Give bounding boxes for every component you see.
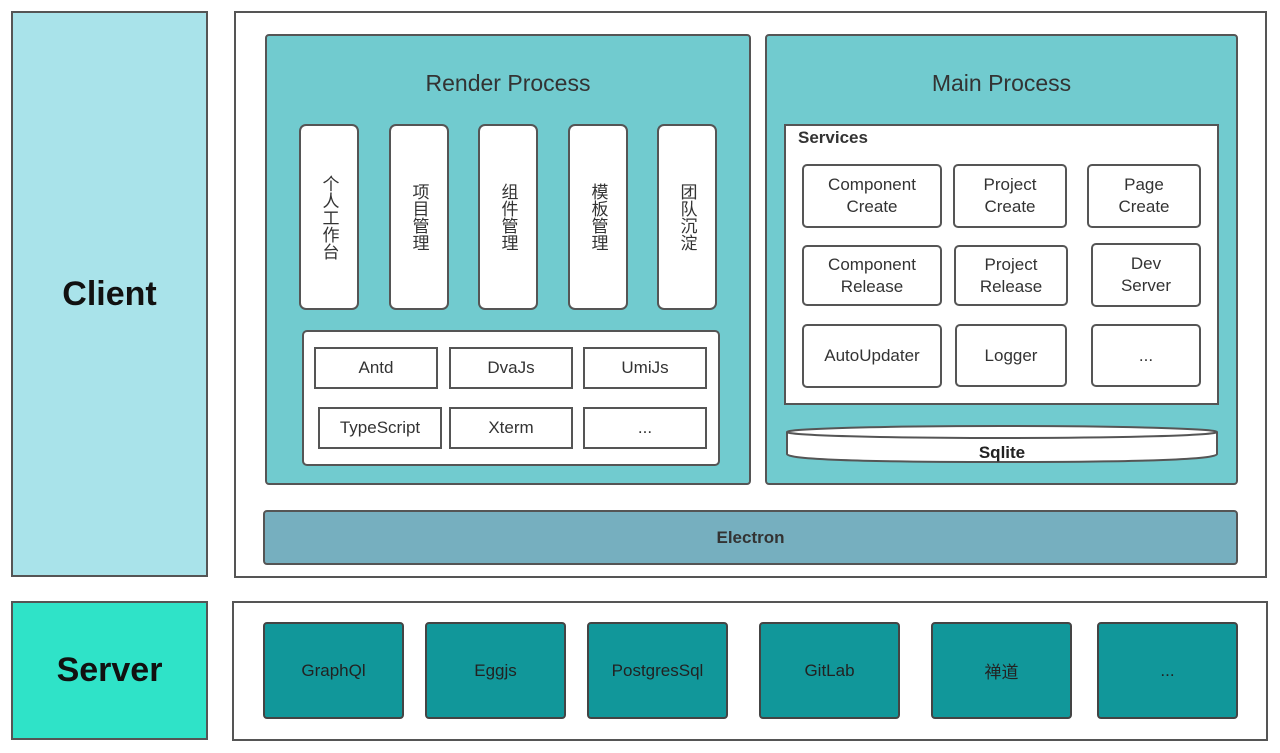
render-process-title: Render Process bbox=[425, 69, 591, 96]
library-umijs: UmiJs bbox=[583, 347, 707, 389]
service-line: Logger bbox=[984, 345, 1038, 365]
service-line: AutoUpdater bbox=[824, 346, 920, 365]
service-line: Page bbox=[1124, 175, 1164, 194]
main-process-title: Main Process bbox=[931, 69, 1072, 96]
sqlite-label: Sqlite bbox=[978, 443, 1026, 462]
library-xterm: Xterm bbox=[449, 407, 573, 449]
module-project-management: 项目管理 bbox=[389, 124, 449, 310]
service-line: Release bbox=[840, 276, 904, 296]
library-more: ... bbox=[583, 407, 707, 449]
service-line: Create bbox=[984, 197, 1036, 216]
client-layer-label: Client bbox=[11, 11, 208, 577]
service-line: Project bbox=[983, 175, 1037, 194]
library-dvajs: DvaJs bbox=[449, 347, 573, 389]
sqlite-database-icon bbox=[786, 425, 1218, 464]
server-zentao: 禅道 bbox=[931, 622, 1072, 719]
electron-bar: Electron bbox=[263, 510, 1238, 565]
module-personal-workbench: 个人工作台 bbox=[299, 124, 359, 310]
server-more: ... bbox=[1097, 622, 1238, 719]
service-line: Project bbox=[984, 254, 1038, 274]
service-line: Dev bbox=[1130, 254, 1162, 273]
service-line: Component bbox=[828, 254, 916, 274]
service-autoupdater: AutoUpdater bbox=[802, 324, 942, 388]
client-label: Client bbox=[62, 274, 157, 313]
server-graphql: GraphQl bbox=[263, 622, 404, 719]
server-gitlab: GitLab bbox=[759, 622, 900, 719]
module-template-management: 模板管理 bbox=[568, 124, 628, 310]
server-layer-label: Server bbox=[11, 601, 208, 740]
services-label: Services bbox=[798, 128, 868, 147]
server-eggjs: Eggjs bbox=[425, 622, 566, 719]
server-frame bbox=[232, 601, 1268, 741]
server-label: Server bbox=[56, 651, 163, 689]
service-more: ... bbox=[1091, 324, 1201, 387]
service-line: Component bbox=[828, 175, 916, 194]
library-typescript: TypeScript bbox=[318, 407, 442, 449]
server-postgressql: PostgresSql bbox=[587, 622, 728, 719]
library-antd: Antd bbox=[314, 347, 438, 389]
service-line: Create bbox=[846, 197, 898, 216]
module-team-knowledge: 团队沉淀 bbox=[657, 124, 717, 310]
service-line: ... bbox=[1138, 345, 1154, 365]
service-line: Create bbox=[1118, 197, 1170, 216]
service-logger: Logger bbox=[955, 324, 1067, 387]
service-line: Release bbox=[979, 276, 1043, 296]
service-line: Server bbox=[1120, 276, 1172, 295]
module-component-management: 组件管理 bbox=[478, 124, 538, 310]
